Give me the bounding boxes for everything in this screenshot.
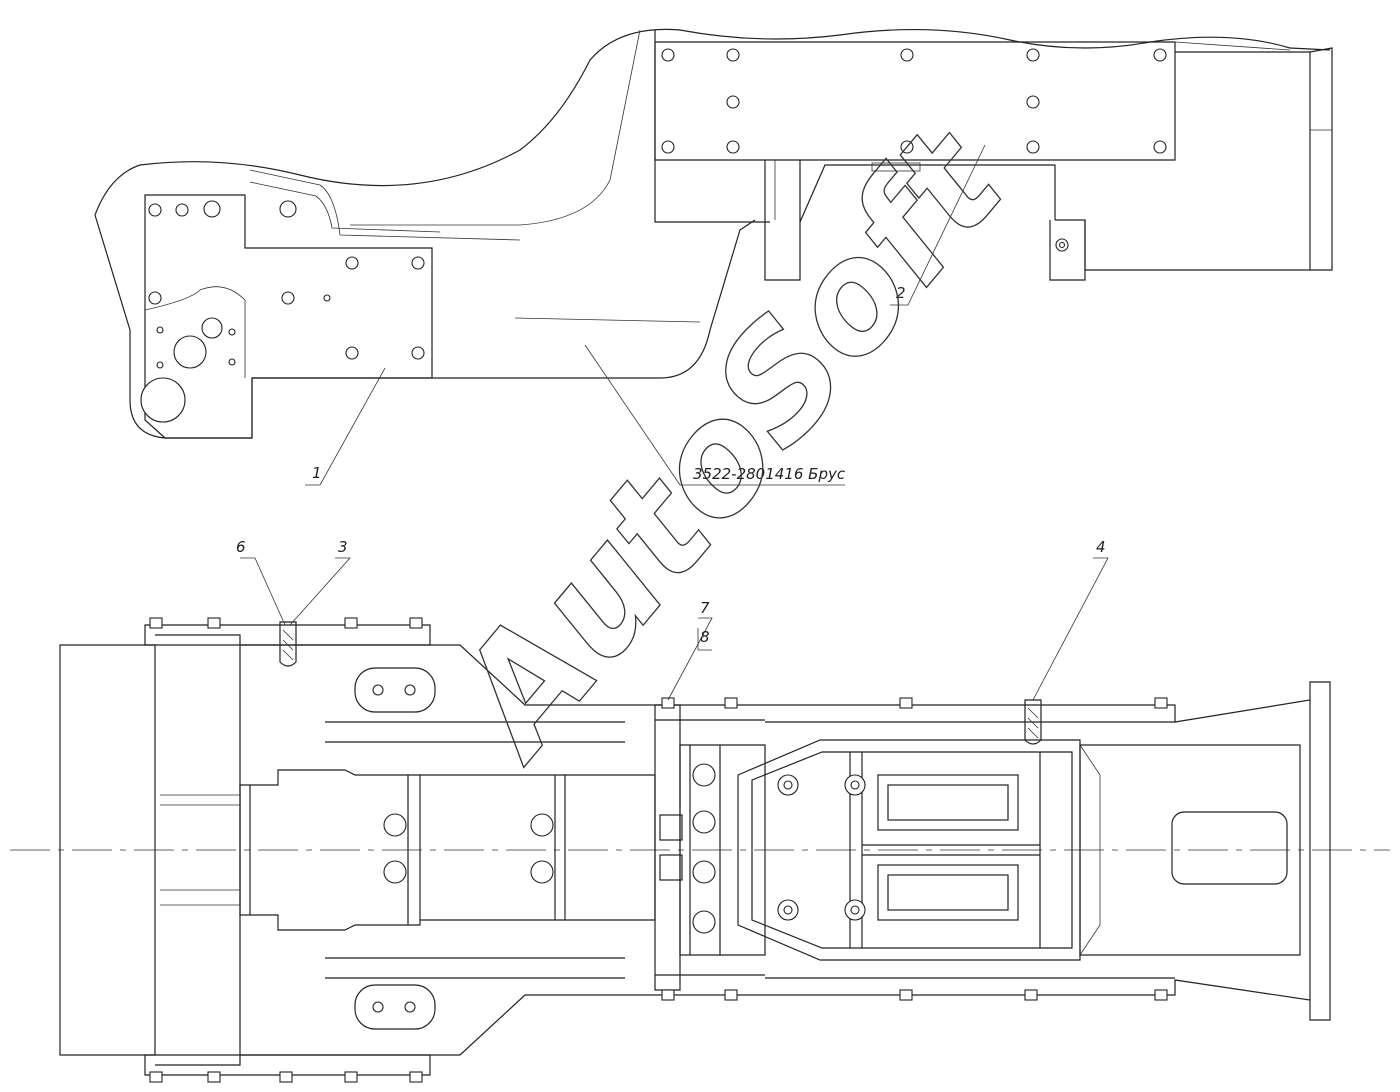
fitting-4 [1024, 699, 1042, 745]
bolts-left-plate [148, 200, 425, 360]
callout-3: 3 [338, 538, 348, 556]
callout-8: 8 [700, 628, 710, 646]
left-plate [144, 194, 433, 439]
rail-bolts [149, 617, 1168, 1083]
callout-2: 2 [896, 284, 906, 302]
callout-6: 6 [236, 538, 246, 556]
bolts-right-plate [661, 48, 1167, 154]
break-line-top [94, 28, 1331, 216]
callout-1: 1 [312, 464, 322, 482]
callout-7: 7 [700, 599, 710, 617]
frame-left-outline [94, 214, 756, 439]
bottom-view [10, 557, 1390, 1083]
callout-labels: 1 2 3522-2801416 Брус 3 6 4 7 8 [236, 284, 1106, 646]
watermark-text: AutoSoft [418, 96, 1040, 791]
top-view [94, 28, 1333, 486]
callout-4: 4 [1096, 538, 1106, 556]
callout-brus: 3522-2801416 Брус [693, 465, 846, 483]
fitting-3 [279, 621, 297, 667]
